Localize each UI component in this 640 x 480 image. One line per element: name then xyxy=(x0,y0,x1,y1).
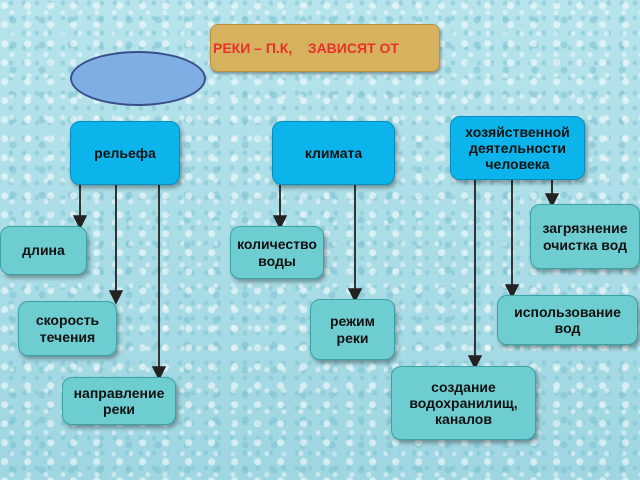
leaf-water-amount: количество воды xyxy=(230,226,324,279)
category-human-activity: хозяйственной деятельности человека xyxy=(450,116,585,180)
diagram-title: РЕКИ – П.К, ЗАВИСЯТ ОТ xyxy=(210,24,440,72)
leaf-length: длина xyxy=(0,226,87,275)
leaf-usage: использование вод xyxy=(497,295,638,345)
leaf-regime: режим реки xyxy=(310,299,395,360)
leaf-reservoirs: создание водохранилищ, каналов xyxy=(391,366,536,440)
category-climate: климата xyxy=(272,121,395,185)
category-relief: рельефа xyxy=(70,121,180,185)
leaf-direction: направление реки xyxy=(62,377,176,425)
blank-ellipse xyxy=(70,51,206,106)
diagram-title-text: РЕКИ – П.К, ЗАВИСЯТ ОТ xyxy=(213,39,399,56)
leaf-pollution: загрязнение очистка вод xyxy=(530,204,640,269)
leaf-speed: скорость течения xyxy=(18,301,117,356)
